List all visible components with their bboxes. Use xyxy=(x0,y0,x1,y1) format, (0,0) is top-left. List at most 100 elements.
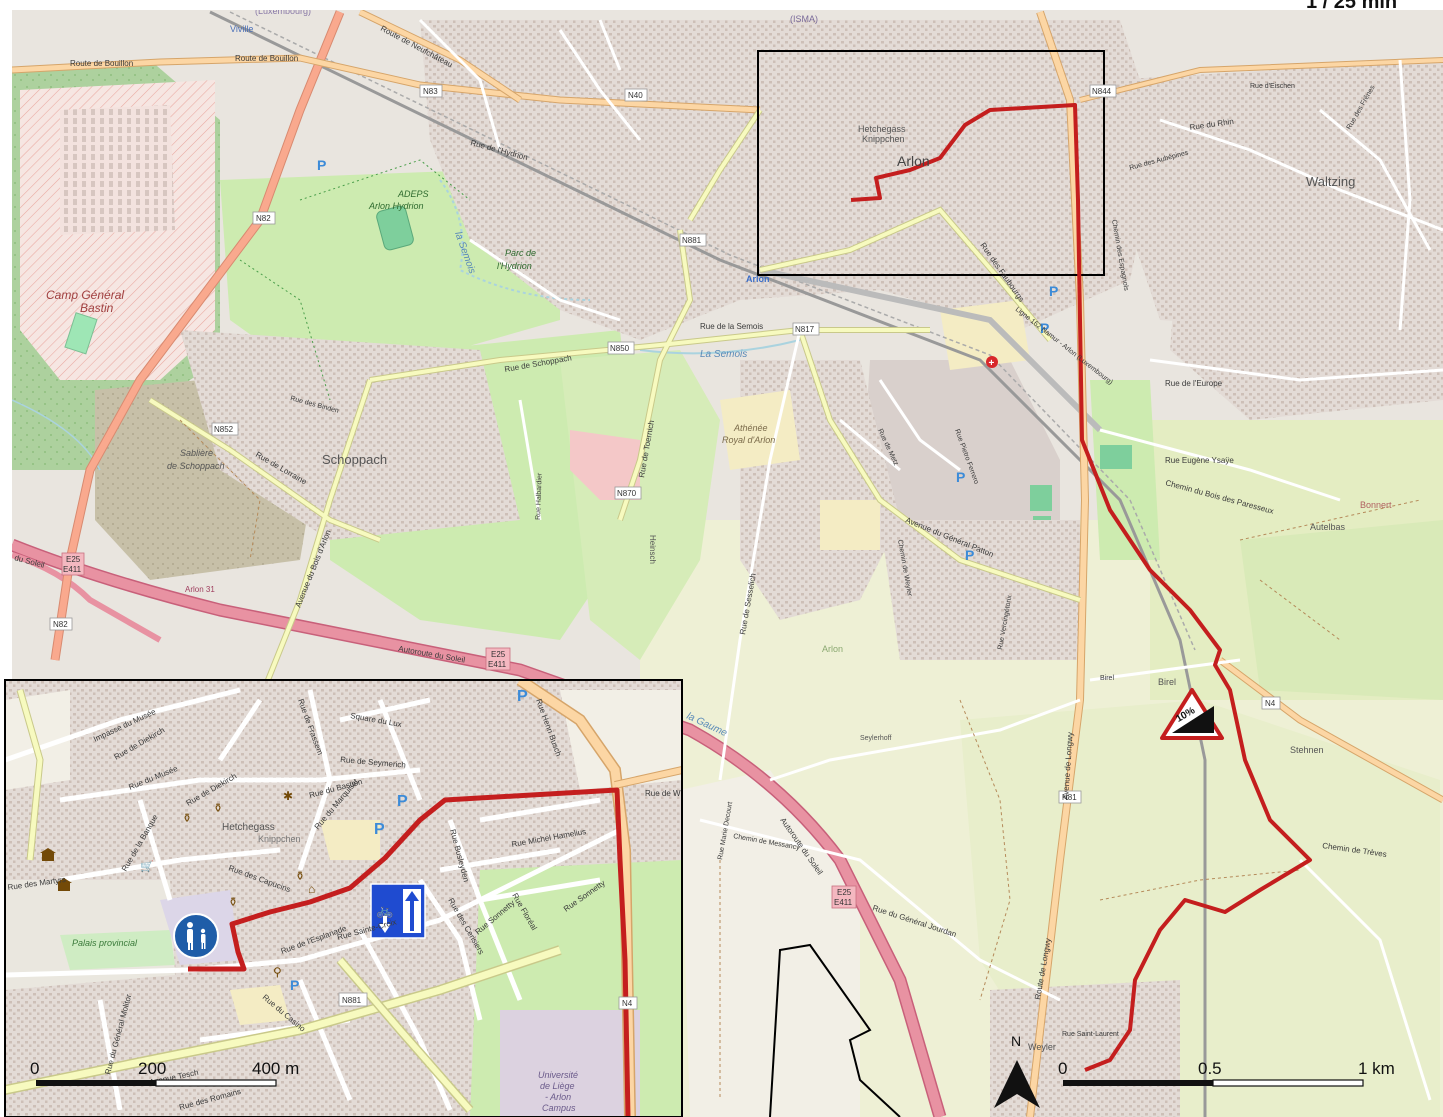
svg-text:P: P xyxy=(317,157,326,173)
road-shield: N844 xyxy=(1089,84,1117,98)
inset-scale-segment-dark xyxy=(36,1080,156,1086)
place-label: Heinsch xyxy=(648,535,657,564)
road-shield: N4 xyxy=(1261,696,1281,710)
place-label: Waltzing xyxy=(1306,174,1355,189)
monument-icon: ⚲ xyxy=(273,965,282,979)
road-label: Rue Saint-Laurent xyxy=(1062,1031,1119,1038)
svg-text:N40: N40 xyxy=(628,91,643,100)
place-label: Camp Général xyxy=(46,288,124,302)
museum-icon xyxy=(56,878,72,891)
road-label: Rue d'Eischen xyxy=(1250,83,1295,90)
road-label: Birel xyxy=(1100,675,1114,682)
svg-text:⚱: ⚱ xyxy=(228,895,238,909)
parking-icon: P xyxy=(1049,283,1058,299)
place-label: Arlon xyxy=(746,274,770,284)
place-label: Hetchegass xyxy=(222,822,275,833)
svg-text:N83: N83 xyxy=(423,87,438,96)
road-label: Rue de l'Europe xyxy=(1165,379,1223,388)
svg-text:⌂: ⌂ xyxy=(308,882,315,896)
svg-text:P: P xyxy=(290,977,299,993)
monument-icon: ⌂ xyxy=(308,882,315,896)
inset-scale-label-0: 0 xyxy=(30,1059,39,1078)
place-label: Weyler xyxy=(1028,1042,1056,1052)
road-label: Rue Eugène Ysaÿe xyxy=(1165,456,1234,465)
scale-segment-dark xyxy=(1063,1080,1213,1086)
place-label: Palais provincial xyxy=(72,938,138,948)
svg-text:P: P xyxy=(1040,320,1049,336)
road-label: Route de Bouillon xyxy=(70,59,133,68)
svg-text:E25: E25 xyxy=(837,888,852,897)
parking-icon: P xyxy=(1040,320,1049,336)
scale-label-05: 0.5 xyxy=(1198,1059,1222,1078)
svg-text:N817: N817 xyxy=(795,325,815,334)
place-label: Athénée xyxy=(733,423,768,433)
svg-text:P: P xyxy=(374,821,385,838)
road-shield: N82 xyxy=(49,617,73,631)
svg-text:N82: N82 xyxy=(53,620,68,629)
road-shield: N881 xyxy=(338,992,368,1007)
svg-text:🚲: 🚲 xyxy=(376,902,393,919)
svg-text:N852: N852 xyxy=(214,425,234,434)
monument-icon: ⚱ xyxy=(182,811,192,825)
parking-icon: P xyxy=(317,157,326,173)
svg-text:P: P xyxy=(397,793,408,810)
north-arrow-icon: N xyxy=(994,1033,1040,1108)
inset-scale-segment-light xyxy=(155,1079,277,1087)
svg-text:N881: N881 xyxy=(682,236,702,245)
shop-icon: 🛒 xyxy=(140,860,154,873)
place-label: Sablière xyxy=(180,448,213,458)
svg-text:E25: E25 xyxy=(491,650,506,659)
svg-text:N881: N881 xyxy=(342,996,362,1005)
svg-text:N850: N850 xyxy=(610,344,630,353)
svg-text:P: P xyxy=(517,688,528,705)
road-shield: N881 xyxy=(679,233,707,247)
road-shield: N852 xyxy=(211,422,239,436)
parking-icon: P xyxy=(965,547,974,563)
place-label: Campus xyxy=(542,1103,576,1113)
water-label: La Semois xyxy=(700,349,747,360)
svg-text:✱: ✱ xyxy=(283,789,293,803)
place-label: Arlon Hydrion xyxy=(368,201,424,211)
svg-text:⚱: ⚱ xyxy=(213,801,223,815)
route-line xyxy=(850,103,1312,1072)
road-shield: N817 xyxy=(792,322,820,336)
inset-route-line xyxy=(188,787,631,1117)
place-label: Knippchen xyxy=(862,134,905,144)
bike-contraflow-sign: 🚲 xyxy=(370,883,426,939)
svg-text:P: P xyxy=(965,547,974,563)
road-shield: N4 xyxy=(618,996,638,1010)
place-label: Royal d'Arlon xyxy=(722,435,775,445)
place-label: Viville xyxy=(230,24,253,34)
hospital-icon: + xyxy=(986,356,998,369)
place-label: Schoppach xyxy=(322,452,387,467)
svg-text:P: P xyxy=(956,469,965,485)
svg-text:⚱: ⚱ xyxy=(182,811,192,825)
road-label: Rue Halbardier xyxy=(535,472,544,520)
pedestrian-zone-sign xyxy=(173,913,219,959)
inset-scale-bar: 0 200 400 m xyxy=(30,1059,299,1087)
svg-text:E411: E411 xyxy=(834,898,853,907)
place-label: l'Hydrion xyxy=(497,261,532,271)
road-shield: N40 xyxy=(624,88,648,102)
parking-icon: P xyxy=(956,469,965,485)
inset-map: P P P P ✱ ⚱ ⚱ ⚱ ⚱ ⌂ ⚲ 🛒 xyxy=(5,680,682,1117)
boundary-outline xyxy=(769,943,901,1117)
road-label: Rue de la Semois xyxy=(700,322,763,331)
place-label: de Liège xyxy=(540,1081,575,1091)
svg-text:N81: N81 xyxy=(1062,793,1077,802)
road-shield: N850 xyxy=(607,341,635,355)
place-label: Stehnen xyxy=(1290,745,1324,755)
svg-text:🛒: 🛒 xyxy=(140,860,154,873)
road-label: Rue de W xyxy=(645,789,681,798)
map-title: 1 / 25 min xyxy=(1306,0,1397,13)
svg-text:N4: N4 xyxy=(622,999,633,1008)
monument-icon: ⚱ xyxy=(213,801,223,815)
place-label: ADEPS xyxy=(397,189,429,199)
svg-text:+: + xyxy=(989,358,995,369)
parking-icon: P xyxy=(397,793,408,810)
svg-text:N: N xyxy=(1011,1033,1021,1049)
